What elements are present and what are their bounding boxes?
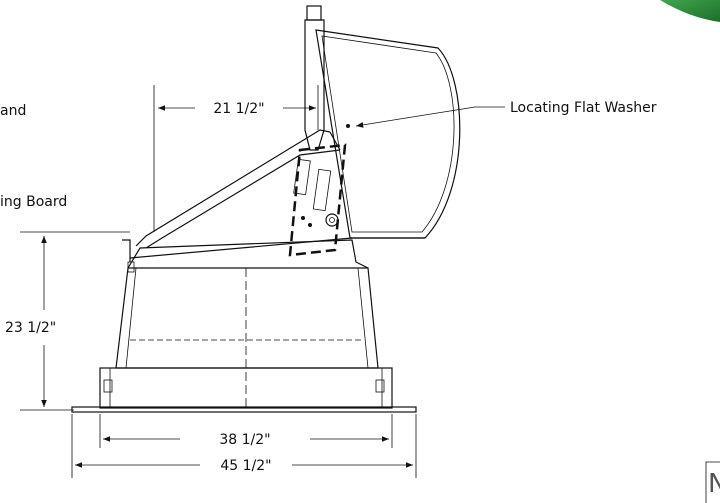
corner-box: N bbox=[705, 461, 720, 503]
dome-hood bbox=[315, 29, 461, 239]
dimension-outer-width: 45 1/2" bbox=[71, 414, 417, 478]
dimension-inner-width: 38 1/2" bbox=[99, 414, 393, 448]
upper-frame bbox=[122, 237, 369, 273]
dimension-height: 23 1/2" bbox=[5, 231, 130, 411]
corner-badge bbox=[660, 0, 720, 22]
diagonal-arm bbox=[135, 129, 341, 249]
base-plate bbox=[71, 406, 417, 413]
left-label-mid-partial: ing Board bbox=[0, 194, 67, 210]
left-label-top-partial: and bbox=[0, 103, 26, 119]
dimension-height-text: 23 1/2" bbox=[5, 320, 56, 336]
dimension-outer-width-text: 45 1/2" bbox=[220, 458, 271, 474]
dimension-inner-width-text: 38 1/2" bbox=[219, 432, 270, 448]
dimension-top-offset: 21 1/2" bbox=[153, 85, 319, 232]
dimension-top-offset-text: 21 1/2" bbox=[213, 101, 264, 117]
corner-box-letter: N bbox=[708, 469, 720, 499]
callout-locating-flat-washer: Locating Flat Washer bbox=[355, 100, 657, 128]
locating-flat-washer-label: Locating Flat Washer bbox=[510, 100, 657, 116]
stand-body bbox=[99, 267, 393, 409]
vertical-post bbox=[304, 5, 325, 151]
mount-bracket bbox=[288, 124, 350, 257]
